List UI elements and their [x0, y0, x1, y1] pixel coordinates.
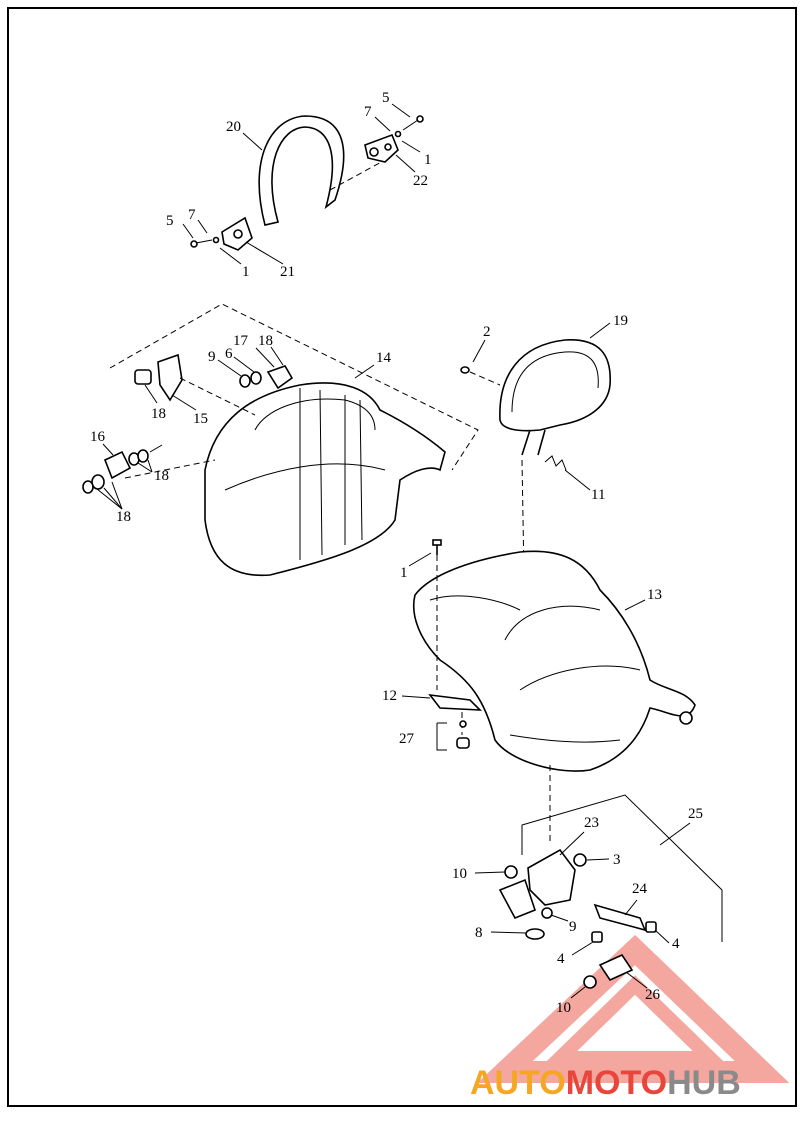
callout-10: 10 — [452, 866, 467, 882]
clamp-17 — [266, 365, 294, 390]
callout-18: 18 — [258, 333, 273, 349]
watermark-text: AUTOMOTOHUB — [470, 1064, 741, 1102]
nut-10-top — [504, 865, 518, 879]
watermark-auto: AUTO — [470, 1064, 566, 1102]
callout-8: 8 — [475, 925, 483, 941]
callout-12: 12 — [382, 688, 397, 704]
bolt-4-right — [645, 921, 657, 933]
nut-27 — [456, 720, 470, 749]
callout-22: 22 — [413, 173, 428, 189]
callout-18: 18 — [151, 406, 166, 422]
callout-5: 5 — [382, 90, 390, 106]
plug-2 — [460, 366, 470, 374]
screw-1 — [432, 539, 442, 555]
callout-10: 10 — [556, 1000, 571, 1016]
callout-23: 23 — [584, 815, 599, 831]
callout-3: 3 — [613, 852, 621, 868]
watermark-moto: MOTO — [566, 1064, 667, 1102]
main-seat — [413, 550, 696, 772]
callout-7: 7 — [188, 207, 196, 223]
callout-4: 4 — [672, 936, 680, 952]
spring-11 — [544, 455, 567, 471]
callout-labels: 20 5 7 1 22 5 7 1 21 2 19 14 17 18 9 6 1… — [90, 90, 703, 1016]
washers-18 — [82, 444, 163, 494]
bracket-12 — [428, 693, 483, 711]
callout-24: 24 — [632, 881, 648, 897]
bolt-4-left — [591, 931, 603, 943]
callout-5: 5 — [166, 213, 174, 229]
callout-17: 17 — [233, 333, 249, 349]
backrest-upright — [258, 115, 386, 226]
callout-19: 19 — [613, 313, 628, 329]
callout-13: 13 — [647, 587, 662, 603]
callout-26: 26 — [645, 987, 661, 1003]
washer-6 — [250, 371, 262, 385]
callout-1: 1 — [400, 565, 408, 581]
watermark-logo — [477, 934, 790, 1083]
callout-7: 7 — [364, 104, 372, 120]
callout-15: 15 — [193, 411, 208, 427]
bracket-22 — [364, 133, 399, 163]
callout-27: 27 — [399, 731, 415, 747]
callout-9: 9 — [208, 349, 216, 365]
passenger-backrest — [109, 303, 479, 577]
leader-lines — [96, 103, 691, 999]
mount-assembly — [498, 794, 723, 982]
washer-9 — [239, 374, 251, 388]
callout-1: 1 — [424, 152, 432, 168]
svg-text:AUTOMOTOHUB: AUTOMOTOHUB — [470, 1064, 741, 1102]
grommet-16 — [103, 450, 132, 480]
callout-18: 18 — [154, 468, 169, 484]
callout-4: 4 — [557, 951, 565, 967]
washer-8 — [525, 928, 545, 940]
callout-25: 25 — [688, 806, 703, 822]
callout-16: 16 — [90, 429, 106, 445]
callout-14: 14 — [376, 350, 392, 366]
callout-1: 1 — [242, 264, 250, 280]
watermark-hub: HUB — [667, 1064, 741, 1102]
screw-5-bottom — [190, 236, 220, 248]
bolt-3 — [573, 853, 587, 867]
driver-backrest — [499, 339, 611, 456]
diagram-frame — [7, 7, 797, 1107]
callout-6: 6 — [225, 346, 233, 362]
callout-11: 11 — [591, 487, 605, 503]
callout-20: 20 — [226, 119, 241, 135]
clamp-15 — [157, 353, 183, 402]
nut-10-bottom — [583, 975, 597, 989]
nut-9 — [541, 907, 553, 919]
screw-5-top — [394, 115, 424, 138]
bushing-18-left — [134, 369, 152, 385]
callout-2: 2 — [483, 324, 491, 340]
callout-18: 18 — [116, 509, 131, 525]
callout-9: 9 — [569, 919, 577, 935]
bracket-21 — [221, 216, 253, 251]
callout-21: 21 — [280, 264, 295, 280]
